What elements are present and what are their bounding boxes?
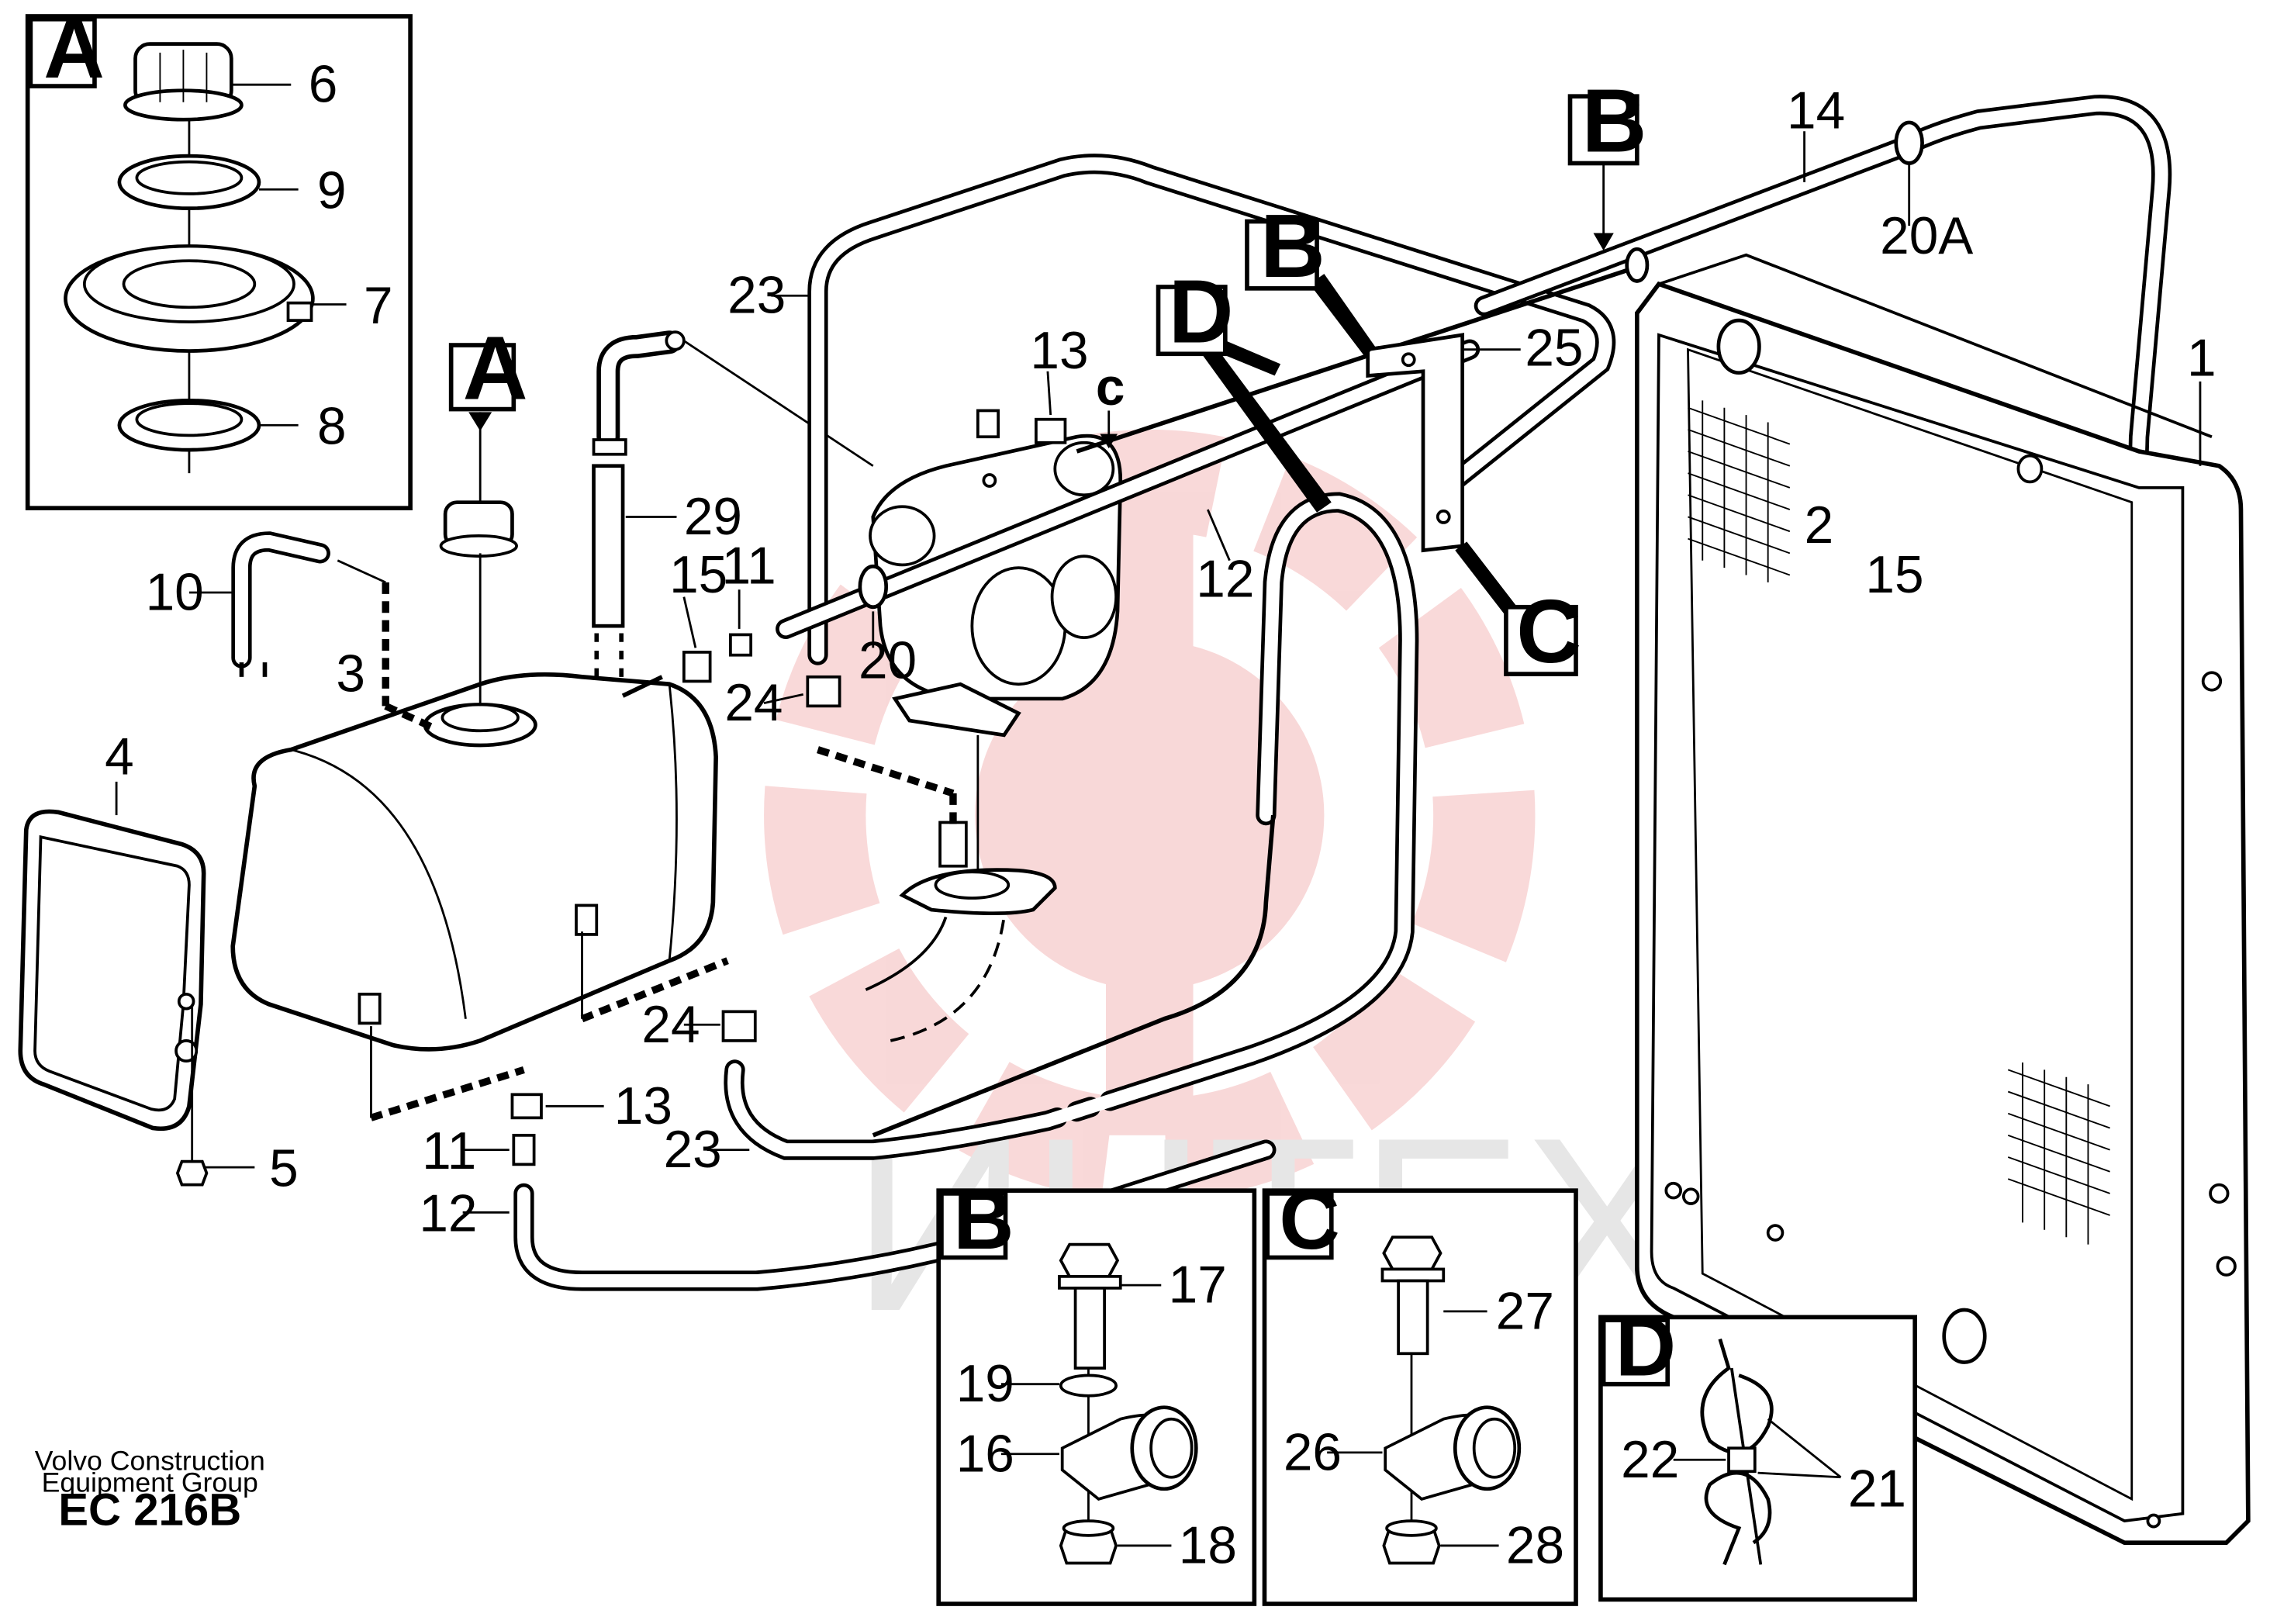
callout-c-letter: C xyxy=(1516,581,1581,682)
label-13b: 13 xyxy=(614,1077,672,1135)
cable-tie-icon xyxy=(1700,1338,1774,1566)
label-25: 25 xyxy=(1525,319,1583,377)
label-10: 10 xyxy=(146,564,204,622)
callout-b1-box xyxy=(1567,94,1639,166)
label-14: 14 xyxy=(1787,81,1845,140)
seal-ring-icon xyxy=(117,154,261,211)
label-23b: 23 xyxy=(664,1121,722,1179)
label-8: 8 xyxy=(317,398,347,456)
label-24a: 24 xyxy=(724,674,783,732)
label-23a: 23 xyxy=(727,267,786,325)
expansion-tank xyxy=(230,672,718,1052)
detail-box-b: B 17 19 16 18 xyxy=(936,1173,1257,1606)
callout-b2-letter: B xyxy=(1260,195,1325,296)
detail-d-letter: D xyxy=(1615,1299,1677,1394)
credit-line-1: Volvo Construction xyxy=(35,1445,265,1476)
pipe-23-upper xyxy=(807,154,1616,830)
callout-b1-letter: B xyxy=(1582,70,1647,171)
label-6: 6 xyxy=(309,56,338,114)
callout-d-letter: D xyxy=(1169,261,1234,361)
detail-box-c: C 27 26 28 xyxy=(1262,1173,1578,1606)
detail-b-letter: B xyxy=(953,1173,1014,1267)
label-18: 18 xyxy=(1179,1516,1237,1574)
pipe-12 xyxy=(776,267,1631,640)
label-22: 22 xyxy=(1621,1431,1679,1489)
label-3: 3 xyxy=(336,645,365,703)
label-5: 5 xyxy=(269,1140,299,1198)
clamp-icon xyxy=(1060,1405,1198,1501)
bolt-icon xyxy=(1380,1235,1446,1356)
tank-strap xyxy=(18,809,209,1187)
filler-cap-icon xyxy=(123,42,244,122)
label-20: 20 xyxy=(859,632,917,690)
detail-box-d: D 22 21 xyxy=(1598,1299,1918,1602)
figure-code: EC 216B xyxy=(58,1485,241,1536)
label-16: 16 xyxy=(956,1425,1014,1483)
label-15a: 15 xyxy=(669,546,727,604)
label-20a: 20A xyxy=(1880,207,1973,265)
hose-29 xyxy=(592,330,686,685)
label-26: 26 xyxy=(1284,1423,1342,1481)
nut-icon xyxy=(1382,1519,1441,1565)
hose-10 xyxy=(231,531,436,731)
callout-a-letter: A xyxy=(463,317,528,418)
filler-neck-icon xyxy=(64,244,315,353)
label-12a: 12 xyxy=(1196,551,1254,609)
clamp-ring-icon xyxy=(117,398,261,452)
clamp-icon xyxy=(1384,1405,1522,1501)
tank-cap-icon xyxy=(439,500,518,558)
thermostat-housing xyxy=(869,434,1123,738)
detail-box-a: A 6 9 7 8 xyxy=(25,2,413,510)
callout-c-small: c xyxy=(1096,358,1125,416)
label-7: 7 xyxy=(364,277,393,335)
callout-b2-box xyxy=(1245,219,1319,291)
nut-icon xyxy=(1059,1519,1118,1565)
callout-d-box xyxy=(1156,285,1228,357)
label-28: 28 xyxy=(1506,1516,1564,1574)
label-13a: 13 xyxy=(1030,322,1088,380)
detail-c-letter: C xyxy=(1279,1173,1340,1267)
radiator xyxy=(1635,253,2251,1546)
callout-c-box xyxy=(1504,604,1578,676)
label-9: 9 xyxy=(317,162,347,220)
callout-a-box xyxy=(448,343,517,412)
bracket-25 xyxy=(1366,333,1465,553)
label-29: 29 xyxy=(684,488,742,546)
label-17: 17 xyxy=(1169,1256,1227,1315)
label-19: 19 xyxy=(956,1355,1014,1413)
label-15b: 15 xyxy=(1865,546,1923,604)
label-1: 1 xyxy=(2187,329,2216,387)
label-4: 4 xyxy=(105,728,134,786)
detail-a-letter: A xyxy=(43,2,105,96)
label-21: 21 xyxy=(1848,1460,1906,1518)
label-27: 27 xyxy=(1496,1282,1554,1340)
outlet-flange xyxy=(865,821,1057,1042)
bolt-icon xyxy=(1058,1242,1122,1370)
washer-icon xyxy=(1059,1373,1118,1398)
label-12b: 12 xyxy=(419,1185,477,1243)
pipe-23-lower xyxy=(580,492,1419,1160)
label-11b: 11 xyxy=(422,1122,476,1180)
label-24b: 24 xyxy=(641,996,700,1054)
publisher-credit: Volvo Construction Equipment Group EC 21… xyxy=(35,1445,265,1535)
credit-line-2: Equipment Group xyxy=(42,1467,258,1498)
label-11a: 11 xyxy=(722,537,776,596)
label-2: 2 xyxy=(1805,496,1834,555)
